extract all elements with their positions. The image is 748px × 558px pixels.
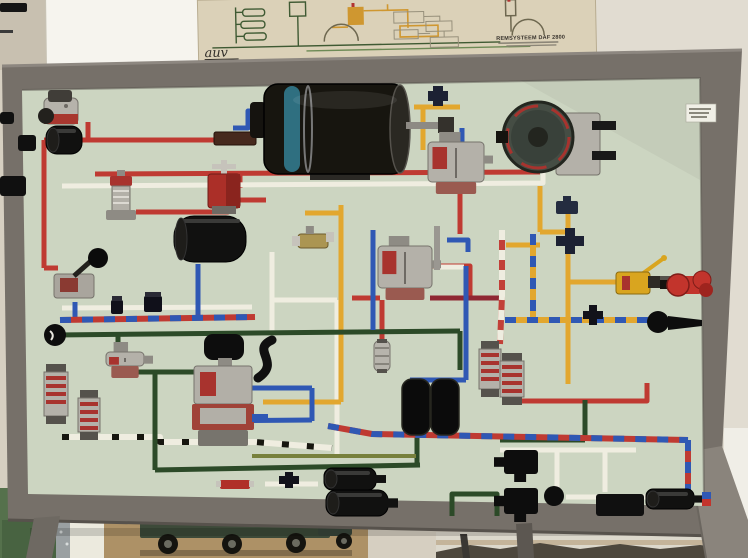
poster-title: REMSYSTEEM DAF 2800 (496, 35, 565, 42)
front-brake-chamber (496, 100, 616, 176)
pipe-striped-bottom (327, 423, 689, 443)
spring-brake-chamber (250, 83, 454, 180)
inline-valve-navy (556, 196, 578, 214)
actuator-block (596, 494, 644, 516)
tee-fitting-top (428, 86, 448, 106)
inventory-label (685, 103, 717, 123)
diaphragm-pad-left (401, 378, 431, 436)
gauge-rod (434, 226, 440, 270)
wall-fixture (0, 3, 27, 33)
relay-valve-cutaway-a (478, 341, 502, 397)
brake-cylinder-b (325, 489, 398, 517)
poster-schematic-boxes (393, 10, 459, 48)
stand-leg-center (516, 523, 534, 558)
check-valve-gold (292, 226, 334, 249)
stand-rod (460, 534, 470, 558)
hand-brake-valve (53, 248, 108, 299)
pipe-green-trunk (55, 328, 461, 338)
poster-schematic-green (212, 1, 501, 49)
pipe-dashed-lowline (62, 434, 333, 451)
trailer-control-valve (427, 132, 493, 194)
load-sensing-valve (105, 342, 153, 378)
pipe-blue-small-l (447, 237, 471, 252)
shutoff-valve-yellow (615, 255, 672, 295)
air-reservoir-round (173, 215, 247, 263)
air-dryer-cartridge (45, 125, 83, 155)
line-fitting-a (111, 296, 123, 314)
mount-block-b (0, 176, 26, 196)
pipe-striped-left (59, 314, 256, 323)
cutaway-valve-a (43, 364, 69, 424)
stand-leg-left (26, 516, 60, 558)
cross-fitting-a (583, 305, 603, 325)
poster-logo: auv (204, 46, 228, 62)
relay-valve-cutaway-b (499, 353, 525, 405)
line-fitting-b (144, 292, 162, 312)
rubber-elbow-hose (253, 335, 277, 383)
drain-valve-red (216, 480, 254, 489)
four-circuit-protection-valve (207, 160, 241, 214)
mount-block-c (0, 112, 14, 124)
brake-cylinder-a (323, 467, 386, 491)
line-filter (373, 339, 391, 373)
booster-block-b (494, 488, 538, 522)
foot-brake-valve-assembly (192, 334, 268, 446)
ball-fitting (544, 486, 564, 506)
mount-block-a (18, 135, 36, 151)
pipe-striped-rw-v (497, 230, 505, 345)
gladhand-coupling (660, 270, 713, 297)
pressure-regulator (106, 170, 136, 220)
booster-block-a (494, 450, 538, 482)
poster-subtitle-line2 (506, 44, 557, 47)
ball-valve (44, 324, 66, 346)
exhaust-silencer (213, 131, 257, 146)
diaphragm-pad-right (430, 378, 460, 436)
air-compressor (38, 90, 79, 125)
cross-fitting-b (279, 472, 299, 488)
trailer-brake-valve (377, 236, 441, 300)
poster-wheel-arcs (323, 0, 545, 42)
actuator-cylinder (645, 488, 711, 510)
cutaway-valve-b (77, 390, 101, 440)
pipe-lower-right-red (502, 383, 650, 404)
hose-coupling-black (647, 311, 702, 333)
wall-poster: auv REMSYSTEEM DAF 2800 (196, 0, 598, 63)
paper-sheet (44, 0, 206, 72)
pipe-green-h3 (154, 462, 421, 473)
poster-subtitle-line (498, 41, 559, 45)
tee-fitting-dark (556, 228, 584, 254)
components-layer (0, 83, 717, 522)
